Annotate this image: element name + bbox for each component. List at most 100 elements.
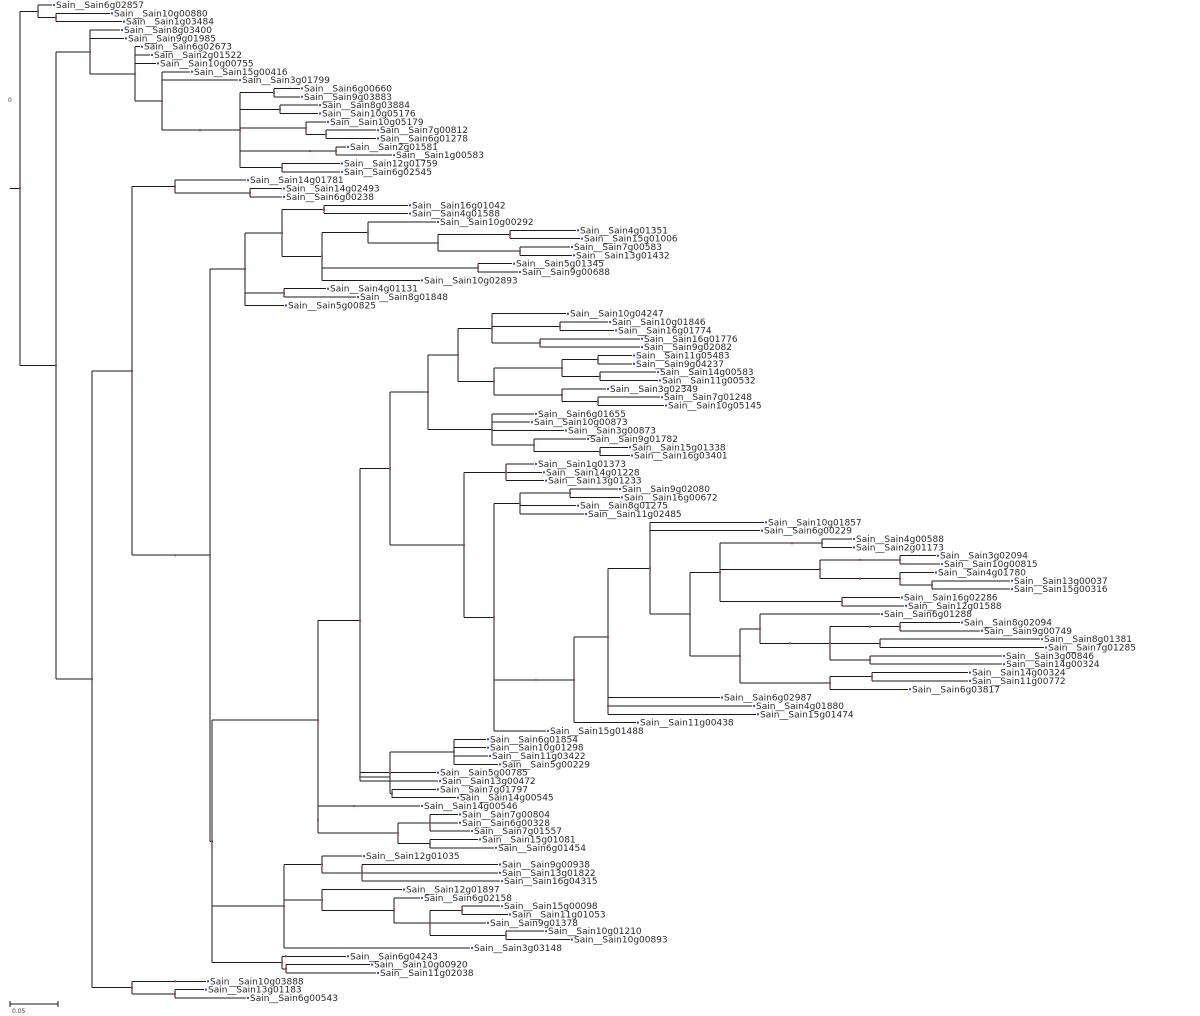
- node-11: [305, 127, 307, 130]
- tip-58: Sain__Sain9g02080: [619, 485, 710, 495]
- node-88: [429, 821, 431, 824]
- node-32: [211, 840, 213, 843]
- tip-marker: [123, 20, 125, 23]
- tip-47: Sain__Sain7g01248: [661, 393, 752, 403]
- tip-74: Sain__Sain8g02094: [961, 618, 1052, 628]
- tip-24: Sain__Sain16g01042: [409, 201, 506, 211]
- node-74: [869, 625, 871, 628]
- node-22: [244, 268, 246, 271]
- node-30: [477, 266, 479, 269]
- tip-100: Sain__Sain15g01081: [479, 835, 576, 845]
- tip-16: Sain__Sain6g01278: [377, 135, 468, 145]
- tip-label: Sain__Sain9g00749: [984, 627, 1072, 637]
- tip-label: Sain__Sain10g00873: [534, 418, 628, 428]
- tip-marker: [1003, 663, 1005, 666]
- tip-50: Sain__Sain10g00873: [531, 418, 628, 428]
- node-8: [239, 129, 241, 132]
- node-96: [461, 909, 463, 912]
- tip-label: Sain__Sain1g01373: [538, 460, 626, 470]
- tip-marker: [881, 613, 883, 616]
- node-62: [821, 542, 823, 545]
- tip-71: Sain__Sain16g02286: [901, 593, 998, 603]
- tip-label: Sain__Sain16g04315: [504, 877, 598, 887]
- tip-label: Sain__Sain14g01228: [546, 468, 640, 478]
- tip-35: Sain__Sain8g01848: [357, 293, 448, 303]
- tip-label: Sain__Sain8g03400: [124, 26, 212, 36]
- tip-label: Sain__Sain9g03883: [304, 93, 392, 103]
- tip-111: Sain__Sain10g01210: [545, 927, 642, 937]
- tip-label: Sain__Sain6g00238: [286, 193, 374, 203]
- tip-marker: [437, 788, 439, 791]
- tip-label: Sain__Sain5g01345: [516, 260, 604, 270]
- tip-label: Sain__Sain6g02545: [344, 168, 432, 178]
- node-0: [19, 187, 21, 190]
- tip-106: Sain__Sain12g01897: [403, 886, 500, 896]
- tip-84: Sain__Sain4g01880: [753, 702, 844, 712]
- tip-34: Sain__Sain4g01131: [327, 285, 418, 295]
- tip-4: Sain__Sain9g01985: [125, 34, 216, 44]
- tip-marker: [659, 379, 661, 382]
- tip-marker: [487, 921, 489, 924]
- tip-label: Sain__Sain11g00438: [640, 719, 734, 729]
- tip-label: Sain__Sain9g01782: [590, 435, 678, 445]
- tip-label: Sain__Sain11g03422: [492, 752, 586, 762]
- tip-40: Sain__Sain16g01776: [641, 335, 738, 345]
- tip-label: Sain__Sain3g02094: [940, 552, 1028, 562]
- tip-49: Sain__Sain6g01655: [535, 410, 626, 420]
- node-14: [335, 150, 337, 153]
- tip-17: Sain__Sain2g01581: [347, 143, 438, 153]
- tip-label: Sain__Sain8g01275: [580, 502, 668, 512]
- node-70: [739, 654, 741, 657]
- tip-label: Sain__Sain12g01588: [908, 602, 1002, 612]
- node-16: [91, 678, 93, 681]
- tip-marker: [347, 955, 349, 958]
- node-95: [429, 921, 431, 924]
- tip-25: Sain__Sain4g01588: [409, 210, 500, 220]
- tip-marker: [585, 513, 587, 516]
- tip-label: Sain__Sain10g00755: [160, 59, 254, 69]
- node-3: [55, 364, 57, 367]
- node-4: [89, 50, 91, 53]
- node-85: [317, 818, 319, 821]
- tip-label: Sain__Sain7g01797: [440, 785, 528, 795]
- tip-14: Sain__Sain10g05179: [327, 118, 424, 128]
- node-77: [869, 659, 871, 662]
- tip-label: Sain__Sain9g04237: [636, 360, 724, 370]
- tip-marker: [499, 871, 501, 874]
- tip-marker: [535, 462, 537, 465]
- tip-marker: [327, 120, 329, 123]
- tip-marker: [853, 546, 855, 549]
- node-90: [283, 905, 285, 908]
- tip-66: Sain__Sain3g02094: [937, 552, 1028, 562]
- tip-36: Sain__Sain5g00825: [285, 301, 376, 311]
- tip-marker: [283, 195, 285, 198]
- node-6: [161, 99, 163, 102]
- node-39: [559, 325, 561, 328]
- tip-label: Sain__Sain10g03888: [210, 977, 304, 987]
- tip-marker: [191, 70, 193, 73]
- node-9: [273, 91, 275, 94]
- tip-label: Sain__Sain13g01432: [576, 251, 670, 261]
- tip-97: Sain__Sain7g00804: [459, 810, 550, 820]
- node-102: [174, 980, 176, 983]
- tip-18: Sain__Sain1g00583: [393, 151, 484, 161]
- tip-114: Sain__Sain6g04243: [347, 952, 438, 962]
- tip-marker: [459, 821, 461, 824]
- tip-19: Sain__Sain12g01759: [341, 160, 438, 170]
- node-18: [174, 185, 176, 188]
- tip-marker: [621, 496, 623, 499]
- tip-23: Sain__Sain6g00238: [283, 193, 374, 203]
- node-103: [174, 992, 176, 995]
- tip-marker: [363, 855, 365, 858]
- tip-marker: [377, 129, 379, 132]
- tip-label: Sain__Sain12g01897: [406, 886, 500, 896]
- tip-118: Sain__Sain13g01183: [205, 986, 302, 996]
- tip-marker: [547, 729, 549, 732]
- node-57: [607, 636, 609, 639]
- tip-1: Sain__Sain10g00880: [111, 9, 208, 19]
- tip-label: Sain__Sain13g00037: [1014, 577, 1108, 587]
- node-5: [134, 72, 136, 75]
- tip-61: Sain__Sain11g02485: [585, 510, 682, 520]
- tip-label: Sain__Sain9g01378: [490, 919, 578, 929]
- node-33: [317, 719, 319, 722]
